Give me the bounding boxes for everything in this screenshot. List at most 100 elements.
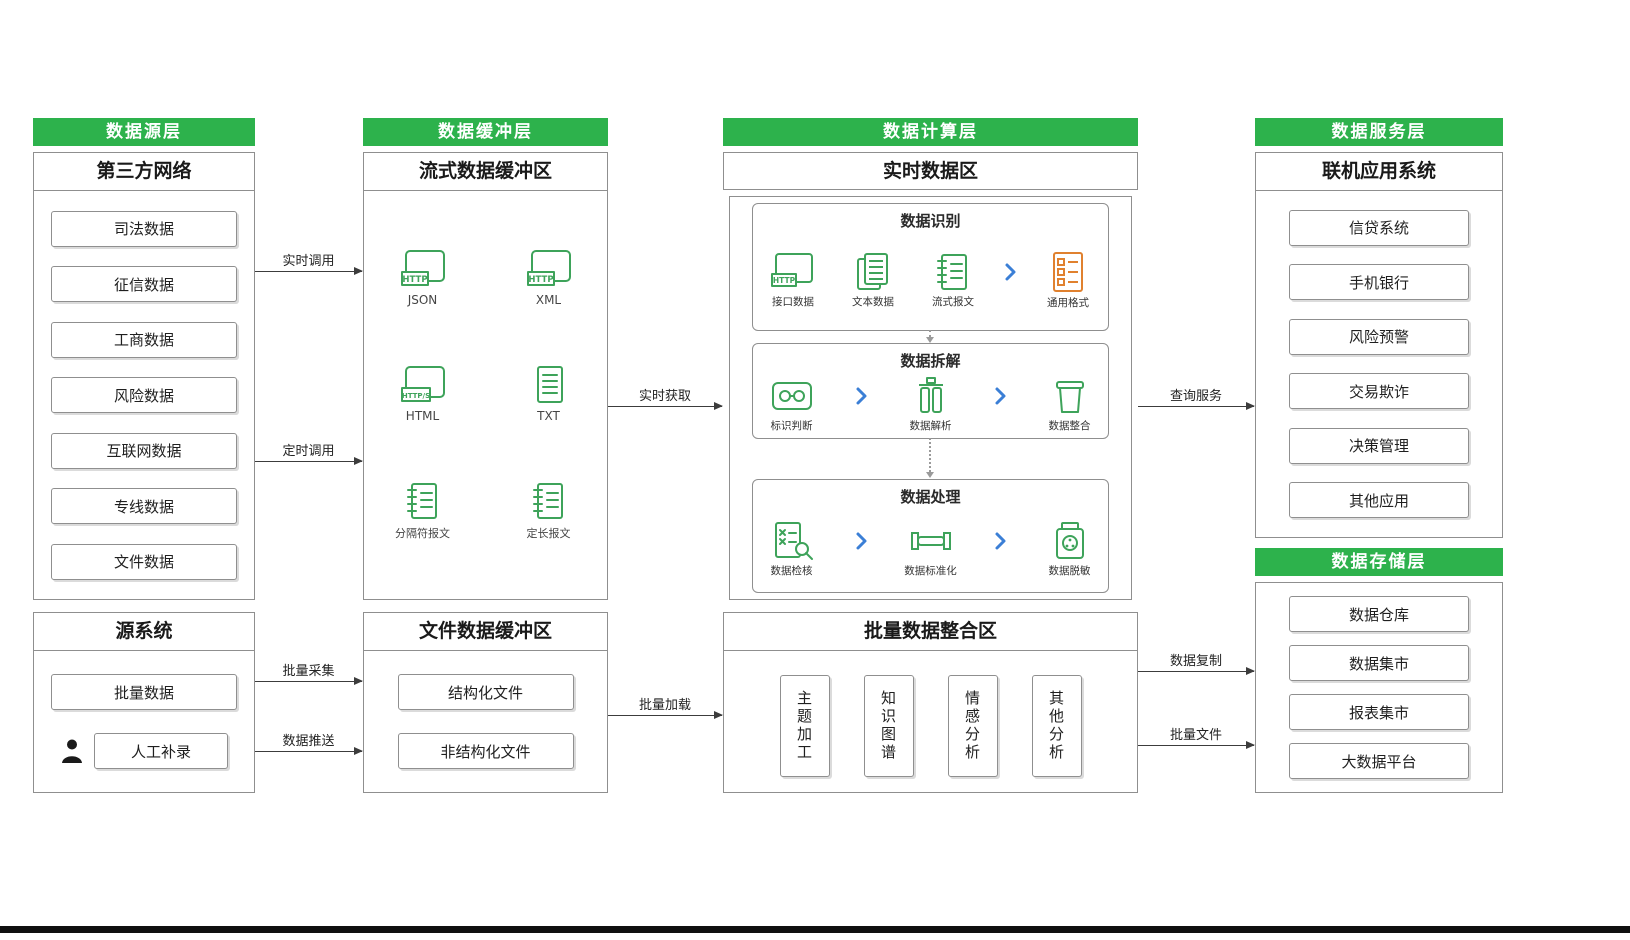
stream-format-grid: HTTP JSON HTTP XML (364, 191, 607, 599)
arrow-line (608, 402, 723, 410)
source-item: 风险数据 (51, 377, 237, 413)
text-data-icon (857, 253, 888, 290)
layer-data-service: 数据服务层 联机应用系统 信贷系统 手机银行 风险预警 交易欺诈 决策管理 其他… (1255, 118, 1503, 538)
buffer-item: 结构化文件 (397, 674, 574, 710)
arrow-label: 查询服务 (1169, 389, 1222, 404)
icon-label: 数据标准化 (904, 565, 957, 577)
service-item: 手机银行 (1289, 264, 1469, 301)
stage-title: 数据拆解 (900, 352, 961, 370)
buffer-layer-header: 数据缓冲层 (363, 118, 608, 146)
icon-label: 通用格式 (1047, 297, 1089, 309)
chevron-right-icon (995, 532, 1005, 550)
arrow-label: 批量加载 (638, 698, 691, 713)
arrow-line (255, 267, 363, 275)
stream-buffer-panel: 流式数据缓冲区 HTTP JSON (363, 152, 608, 600)
source-system-items: 批量数据 人工补录 (34, 651, 254, 792)
icon-block-interface-data: HTTP 接口数据 (760, 252, 826, 309)
format-cell: HTTP JSON (382, 249, 464, 307)
txt-format-icon (536, 366, 563, 403)
stage-row: HTTP 接口数据 (753, 231, 1108, 330)
icon-block-data-parse: 数据解析 (898, 376, 964, 433)
batch-item: 其他分析 (1031, 675, 1082, 777)
format-row: HTTP JSON HTTP XML (382, 249, 590, 307)
arrow-line (608, 711, 723, 719)
stage-data-decompose: 数据拆解 标识判断 (752, 343, 1109, 439)
data-standardize-icon (910, 532, 951, 550)
stage-row: 数据检核 数据标准化 (753, 507, 1108, 592)
arrow-scheduled-call: 定时调用 (255, 440, 363, 465)
source-layer-header: 数据源层 (33, 118, 255, 146)
json-format-icon: HTTP (400, 250, 445, 286)
icon-block-data-mask: 数据脱敏 (1037, 521, 1103, 578)
format-cell: 分隔符报文 (382, 481, 464, 541)
storage-items: 数据仓库 数据集市 报表集市 大数据平台 (1256, 583, 1502, 792)
chevron-right-icon (995, 387, 1005, 405)
arrow-line (255, 457, 363, 465)
arrow-data-copy: 数据复制 (1138, 650, 1255, 675)
source-item: 专线数据 (51, 488, 237, 524)
dotted-arrow-down-icon (926, 330, 934, 343)
service-layer-header: 数据服务层 (1255, 118, 1503, 146)
format-cell: HTTP/S HTML (382, 365, 464, 423)
batch-item: 情感分析 (947, 675, 998, 777)
icon-block-data-merge: 数据整合 (1037, 376, 1103, 433)
data-mask-icon (1055, 522, 1084, 559)
chevron-right-icon (856, 387, 866, 405)
stage-title: 数据识别 (900, 212, 961, 230)
stage-title: 数据处理 (900, 488, 961, 506)
batch-item: 主题加工 (779, 675, 830, 777)
icon-label: 数据整合 (1048, 420, 1091, 432)
arrow-label: 定时调用 (282, 444, 335, 459)
icon-label: 数据解析 (909, 420, 952, 432)
storage-item: 报表集市 (1289, 694, 1469, 730)
fixed-length-message-icon (532, 483, 563, 519)
data-parse-icon (918, 377, 943, 413)
icon-label: 流式报文 (932, 296, 974, 308)
icon-block-data-check: 数据检核 (759, 521, 825, 578)
format-row: 分隔符报文 (382, 481, 590, 541)
format-label: XML (535, 293, 562, 307)
icon-label: 数据检核 (770, 565, 813, 577)
service-item: 决策管理 (1289, 427, 1469, 464)
html-format-icon: HTTP/S (400, 366, 445, 402)
icon-block-tag-judge: 标识判断 (759, 376, 825, 433)
compute-layer-header: 数据计算层 (723, 118, 1138, 146)
arrow-label: 实时获取 (638, 389, 691, 404)
service-items: 信贷系统 手机银行 风险预警 交易欺诈 决策管理 其他应用 (1256, 191, 1502, 537)
format-cell: HTTP XML (508, 249, 590, 307)
batch-integration-title: 批量数据整合区 (724, 613, 1137, 651)
stage-row: 标识判断 数据 (753, 371, 1108, 438)
third-party-title: 第三方网络 (34, 153, 254, 191)
chevron-right-icon (1005, 263, 1016, 281)
layer-data-storage: 数据存储层 数据仓库 数据集市 报表集市 大数据平台 (1255, 548, 1503, 793)
arrow-query-service: 查询服务 (1138, 385, 1255, 410)
delimited-message-icon (406, 483, 437, 519)
storage-item: 数据集市 (1289, 645, 1469, 681)
icon-label: 标识判断 (770, 420, 813, 432)
generic-format-icon (1053, 252, 1083, 292)
chevron-right-icon (856, 532, 866, 550)
third-party-items: 司法数据 征信数据 工商数据 风险数据 互联网数据 专线数据 文件数据 (34, 191, 254, 599)
storage-layer-header: 数据存储层 (1255, 548, 1503, 576)
interface-data-icon: HTTP (771, 253, 813, 287)
arrow-line (1138, 741, 1255, 749)
source-item: 工商数据 (51, 321, 237, 358)
storage-item: 大数据平台 (1289, 743, 1469, 779)
arrow-batch-file: 批量文件 (1138, 724, 1255, 749)
source-item: 互联网数据 (51, 432, 237, 469)
arrow-label: 数据复制 (1169, 654, 1222, 669)
data-merge-icon (1055, 381, 1084, 413)
online-apps-title: 联机应用系统 (1256, 153, 1502, 191)
storage-panel: 数据仓库 数据集市 报表集市 大数据平台 (1255, 582, 1503, 793)
layer-data-source: 数据源层 第三方网络 司法数据 征信数据 工商数据 风险数据 互联网数据 专线数… (33, 118, 255, 793)
xml-format-icon: HTTP (526, 250, 571, 286)
format-label: HTML (405, 409, 440, 423)
person-icon (62, 739, 82, 763)
realtime-zone-panel: 数据识别 HTTP 接口数据 (729, 196, 1132, 600)
format-label: 定长报文 (526, 527, 571, 540)
source-item: 人工补录 (94, 733, 228, 769)
format-row: HTTP/S HTML (382, 365, 590, 423)
stream-buffer-title: 流式数据缓冲区 (364, 153, 607, 191)
bottom-edge-bar (0, 926, 1630, 933)
